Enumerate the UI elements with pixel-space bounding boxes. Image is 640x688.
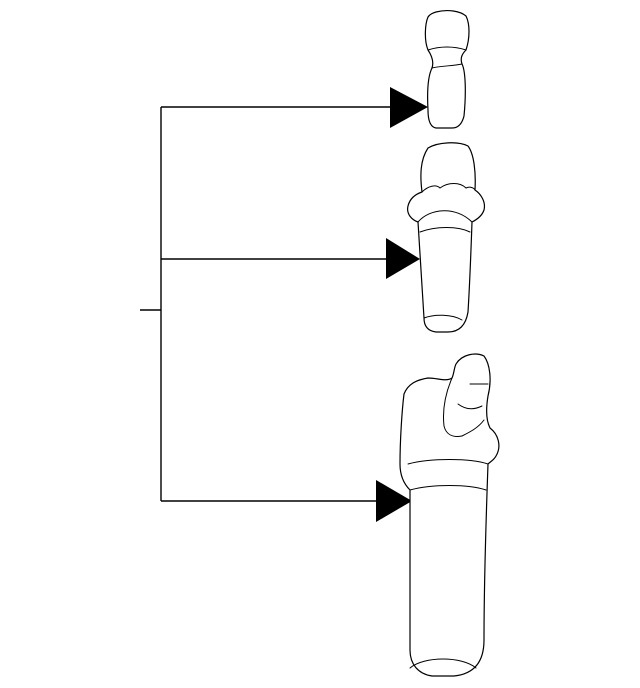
small-cap-body	[424, 10, 470, 129]
medium-post-body	[407, 142, 486, 333]
small-cap-part	[424, 10, 470, 129]
large-post-collar-top	[407, 459, 489, 465]
large-post-slot	[457, 403, 483, 410]
medium-post-part	[407, 142, 486, 333]
large-post-head-left	[443, 377, 463, 437]
medium-post-end-cap	[423, 314, 463, 321]
medium-post-flange-top	[421, 183, 476, 193]
large-post-end-cap	[409, 658, 477, 669]
small-cap-lower-line	[431, 63, 463, 69]
large-post-head-right	[461, 419, 485, 437]
small-cap-neck-line	[427, 46, 467, 51]
large-post-collar-bottom	[409, 485, 487, 491]
arrowhead-bottom	[376, 480, 412, 522]
medium-post-flange-bottom	[417, 210, 473, 223]
arrowhead-middle	[386, 238, 420, 279]
leader-bracket	[140, 106, 392, 502]
large-post-body	[399, 353, 500, 677]
arrowhead-top	[390, 87, 428, 128]
large-post-part	[399, 353, 500, 677]
medium-post-collar	[419, 227, 471, 233]
